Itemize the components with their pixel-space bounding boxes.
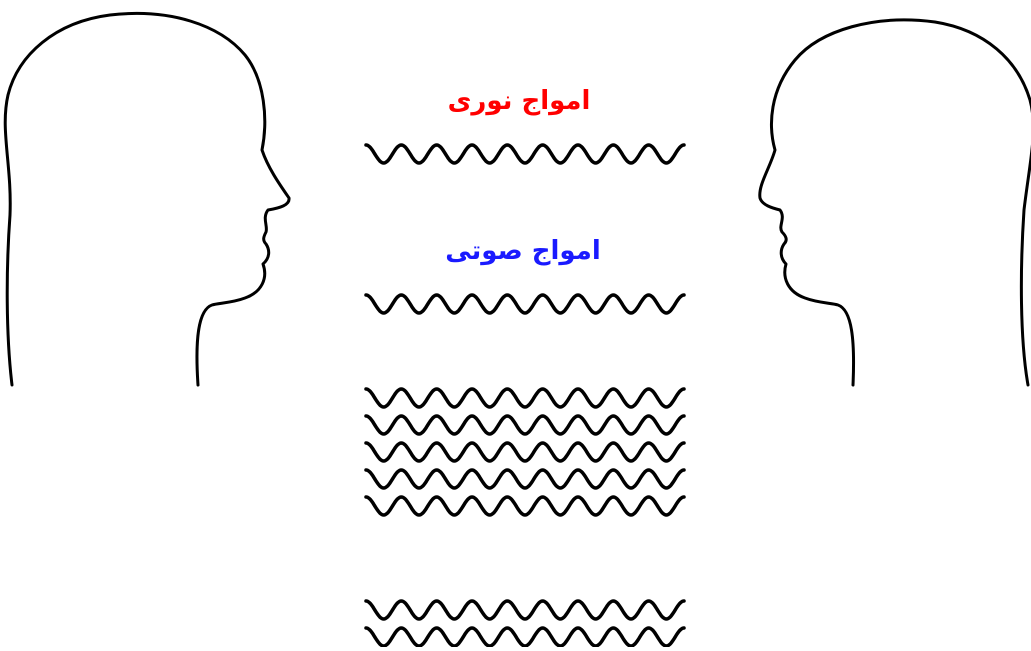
right-head-silhouette — [760, 20, 1031, 385]
wave-stack-large-line — [366, 443, 684, 461]
left-head-silhouette — [5, 13, 289, 385]
wave-stack-large-line — [366, 497, 684, 515]
wave-lines — [366, 145, 684, 646]
wave-stack-large-line — [366, 416, 684, 434]
light-wave-line — [366, 145, 684, 163]
wave-stack-small-line — [366, 601, 684, 619]
wave-stack-small-line — [366, 628, 684, 646]
sound-wave-line — [366, 295, 684, 313]
wave-stack-large-line — [366, 389, 684, 407]
wave-stack-large-line — [366, 470, 684, 488]
light-waves-label: امواج نوری — [448, 88, 591, 114]
sound-waves-label: امواج صوتی — [445, 238, 601, 264]
